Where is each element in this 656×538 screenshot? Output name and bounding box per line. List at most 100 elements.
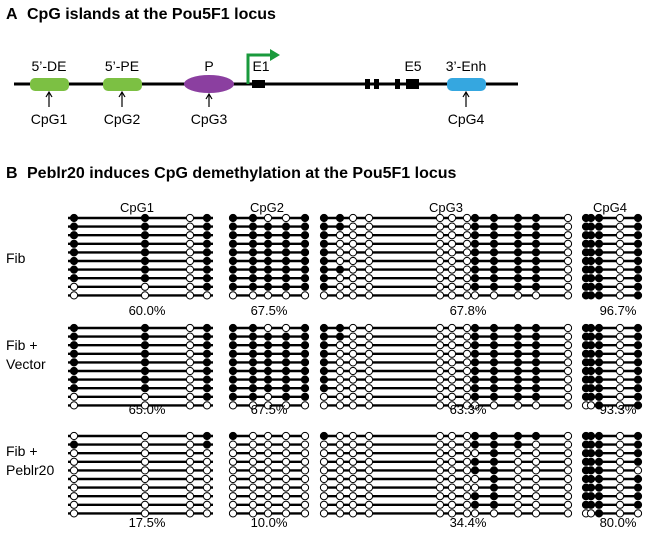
unmethylated-cpg-dot (447, 332, 457, 341)
methylated-cpg-dot (319, 222, 329, 231)
methylated-cpg-dot (300, 332, 310, 341)
methylated-cpg-dot (248, 213, 258, 223)
pct-peblr20-cpg3: 34.4% (450, 515, 487, 530)
unmethylated-cpg-dot (435, 500, 445, 509)
unmethylated-cpg-dot (263, 500, 273, 509)
methylated-cpg-dot (300, 366, 310, 376)
pct-fib-cpg4: 96.7% (600, 303, 637, 318)
methylated-cpg-dot (69, 239, 79, 248)
methylated-cpg-dot (470, 392, 480, 401)
unmethylated-cpg-dot (447, 500, 457, 509)
unmethylated-cpg-dot (447, 213, 457, 223)
methylated-cpg-dot (202, 332, 212, 341)
methylated-cpg-dot (489, 384, 499, 393)
element-5-pe (103, 78, 142, 91)
methylated-cpg-dot (248, 256, 258, 266)
unmethylated-cpg-dot (462, 341, 472, 350)
methylated-cpg-dot (248, 248, 258, 257)
unmethylated-cpg-dot (228, 401, 238, 410)
unmethylated-cpg-dot (348, 358, 358, 367)
label-promoter: P (204, 58, 213, 74)
methylated-cpg-dot (248, 349, 258, 358)
methylated-cpg-dot (594, 375, 604, 384)
methylated-cpg-dot (281, 265, 291, 274)
unmethylated-cpg-dot (364, 431, 374, 441)
methylated-cpg-dot (300, 222, 310, 231)
methylated-cpg-dot (140, 384, 150, 393)
methylated-cpg-dot (319, 265, 329, 274)
unmethylated-cpg-dot (228, 440, 238, 449)
methylated-cpg-dot (594, 440, 604, 449)
methylated-cpg-dot (319, 274, 329, 283)
unmethylated-cpg-dot (447, 483, 457, 492)
methylated-cpg-dot (228, 239, 238, 248)
methylated-cpg-dot (513, 256, 523, 266)
methylated-cpg-dot (633, 366, 643, 376)
unmethylated-cpg-dot (435, 213, 445, 223)
methylated-cpg-dot (140, 323, 150, 333)
unmethylated-cpg-dot (228, 291, 238, 300)
cpg3-label: CpG3 (191, 111, 228, 127)
unmethylated-cpg-dot (513, 449, 523, 458)
methylated-cpg-dot (319, 332, 329, 341)
unmethylated-cpg-dot (140, 492, 150, 501)
methylated-cpg-dot (470, 431, 480, 441)
unmethylated-cpg-dot (185, 274, 195, 283)
pct-vector-cpg4: 93.3% (600, 402, 637, 417)
methylated-cpg-dot (594, 291, 604, 300)
methylated-cpg-dot (281, 341, 291, 350)
unmethylated-cpg-dot (185, 500, 195, 509)
unmethylated-cpg-dot (563, 384, 573, 393)
unmethylated-cpg-dot (513, 466, 523, 475)
methylated-cpg-dot (228, 341, 238, 350)
methylated-cpg-dot (513, 213, 523, 223)
column-header-cpg3: CpG3 (429, 200, 463, 215)
unmethylated-cpg-dot (335, 349, 345, 358)
methylated-cpg-dot (69, 222, 79, 231)
methylated-cpg-dot (202, 431, 212, 441)
methylated-cpg-dot (319, 239, 329, 248)
methylated-cpg-dot (633, 256, 643, 266)
unmethylated-cpg-dot (447, 349, 457, 358)
unmethylated-cpg-dot (435, 256, 445, 266)
methylated-cpg-dot (69, 440, 79, 449)
unmethylated-cpg-dot (348, 392, 358, 401)
methylated-cpg-dot (300, 282, 310, 291)
methylated-cpg-dot (281, 256, 291, 266)
unmethylated-cpg-dot (447, 239, 457, 248)
methylated-cpg-dot (489, 492, 499, 501)
methylated-cpg-dot (586, 366, 596, 376)
unmethylated-cpg-dot (364, 440, 374, 449)
unmethylated-cpg-dot (615, 274, 625, 283)
unmethylated-cpg-dot (335, 483, 345, 492)
unmethylated-cpg-dot (435, 231, 445, 240)
unmethylated-cpg-dot (140, 466, 150, 475)
unmethylated-cpg-dot (563, 483, 573, 492)
unmethylated-cpg-dot (319, 492, 329, 501)
unmethylated-cpg-dot (364, 466, 374, 475)
methylated-cpg-dot (531, 265, 541, 274)
unmethylated-cpg-dot (563, 239, 573, 248)
methylated-cpg-dot (586, 323, 596, 333)
unmethylated-cpg-dot (228, 474, 238, 484)
unmethylated-cpg-dot (586, 509, 596, 518)
methylated-cpg-dot (531, 323, 541, 333)
unmethylated-cpg-dot (563, 213, 573, 223)
methylated-cpg-dot (470, 332, 480, 341)
methylated-cpg-dot (202, 248, 212, 257)
unmethylated-cpg-dot (462, 431, 472, 441)
methylated-cpg-dot (594, 474, 604, 484)
unmethylated-cpg-dot (263, 449, 273, 458)
unmethylated-cpg-dot (69, 474, 79, 484)
unmethylated-cpg-dot (335, 274, 345, 283)
methylated-cpg-dot (470, 457, 480, 466)
methylated-cpg-dot (300, 274, 310, 283)
pct-fib-cpg2: 67.5% (251, 303, 288, 318)
unmethylated-cpg-dot (615, 323, 625, 333)
methylated-cpg-dot (586, 500, 596, 509)
unmethylated-cpg-dot (300, 466, 310, 475)
methylated-cpg-dot (470, 366, 480, 376)
unmethylated-cpg-dot (263, 213, 273, 223)
unmethylated-cpg-dot (185, 332, 195, 341)
unmethylated-cpg-dot (202, 483, 212, 492)
